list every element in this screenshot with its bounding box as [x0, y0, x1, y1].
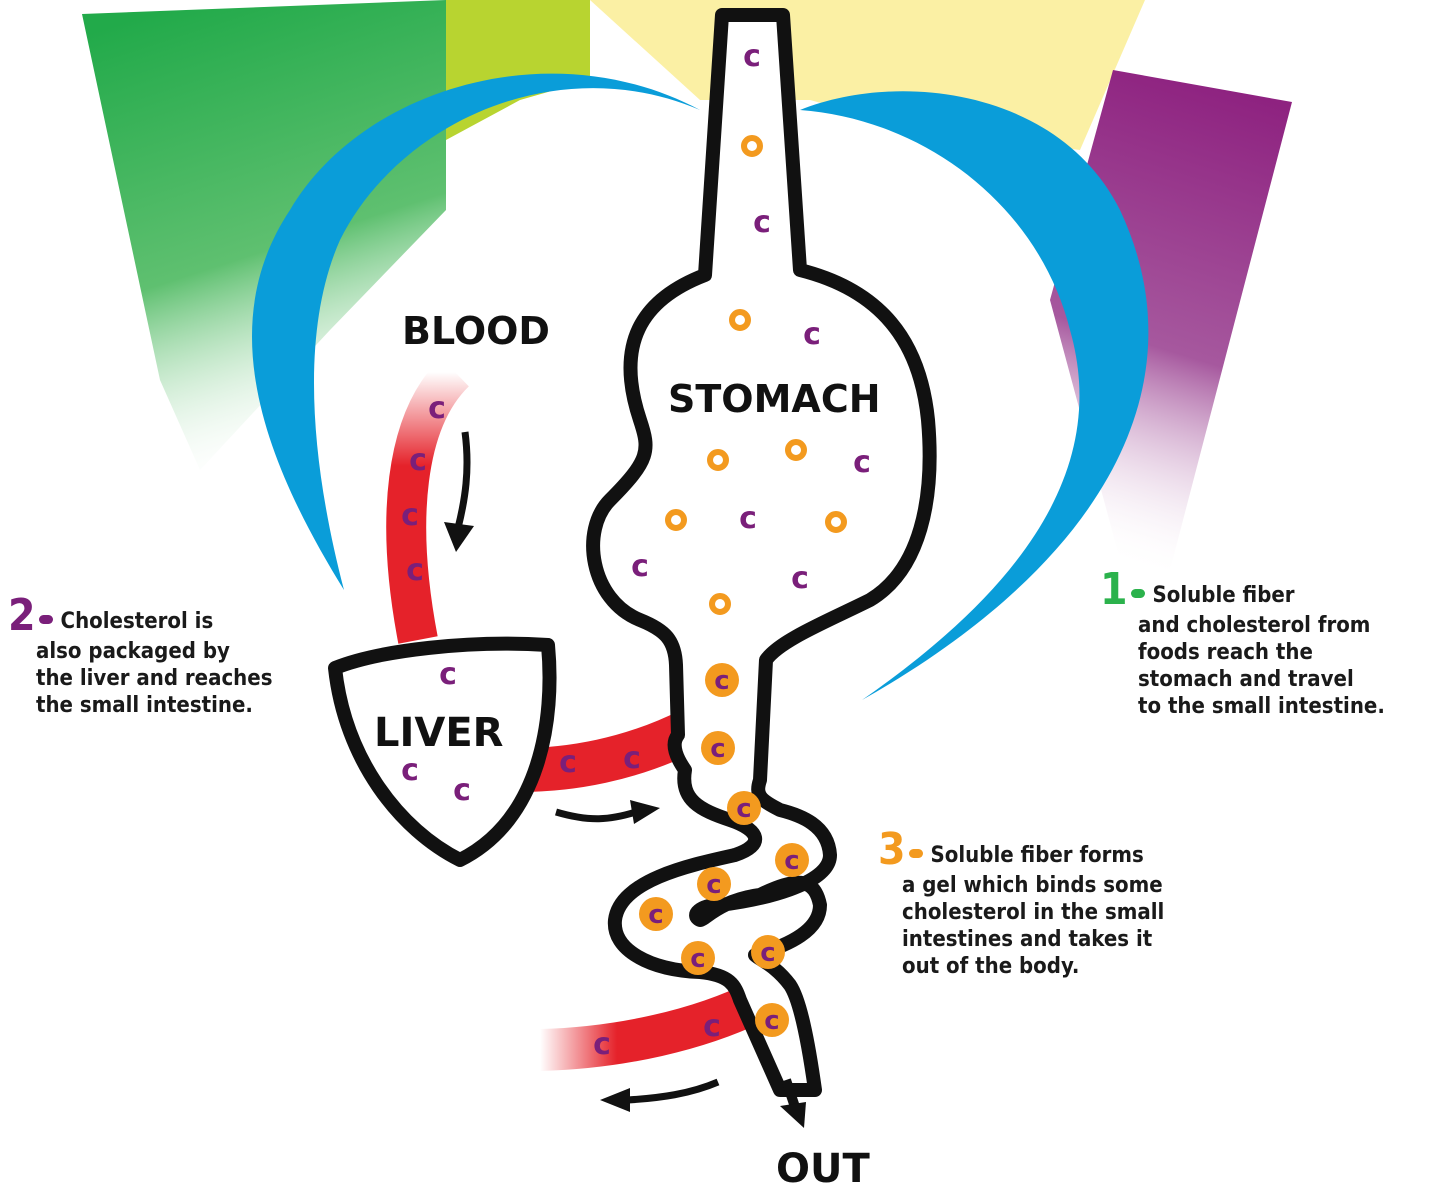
step-2-dot	[39, 615, 53, 624]
cholesterol-molecule: c	[791, 561, 809, 596]
cholesterol-molecule: c	[853, 445, 871, 480]
stomach-label: STOMACH	[668, 377, 881, 421]
svg-text:c: c	[648, 900, 663, 930]
out-label: OUT	[776, 1146, 870, 1188]
step-2-text-0: Cholesterol is	[61, 609, 214, 634]
cholesterol-molecule: c	[559, 745, 577, 780]
cholesterol-molecule: c	[803, 317, 821, 352]
cholesterol-molecule: c	[409, 443, 427, 478]
bound-cholesterol-fiber: c	[681, 941, 715, 975]
svg-text:c: c	[784, 846, 799, 876]
blood-vessel-lower	[540, 1000, 760, 1050]
svg-text:c: c	[714, 666, 729, 696]
cholesterol-molecule: c	[406, 553, 424, 588]
cholesterol-molecule: c	[739, 501, 757, 536]
step-2-line-2: the liver and reaches	[8, 665, 273, 692]
bound-cholesterol-fiber: c	[705, 663, 739, 697]
cholesterol-molecule: c	[753, 205, 771, 240]
bound-cholesterol-fiber: c	[727, 791, 761, 825]
cholesterol-molecule: c	[703, 1009, 721, 1044]
cholesterol-molecule: c	[401, 498, 419, 533]
bound-cholesterol-fiber: c	[639, 897, 673, 931]
step-2-number: 2	[8, 590, 36, 641]
cholesterol-molecule: c	[428, 391, 446, 426]
cholesterol-molecule: c	[439, 657, 457, 692]
bound-cholesterol-fiber: c	[697, 867, 731, 901]
step-1-line-3: stomach and travel	[1100, 666, 1385, 693]
svg-text:c: c	[706, 870, 721, 900]
blood-down-arrow	[444, 432, 474, 552]
cholesterol-molecule: c	[453, 773, 471, 808]
cholesterol-molecule: c	[593, 1027, 611, 1062]
svg-text:c: c	[710, 734, 725, 764]
cholesterol-molecule: c	[743, 39, 761, 74]
bound-cholesterol-fiber: c	[701, 731, 735, 765]
cholesterol-molecule: c	[631, 549, 649, 584]
liver-label: LIVER	[374, 710, 503, 756]
bound-cholesterol-fiber: c	[751, 935, 785, 969]
step-2-line-1: also packaged by	[8, 638, 273, 665]
blood-label: BLOOD	[402, 309, 550, 353]
step-3-text-0: Soluble fiber forms	[931, 843, 1144, 868]
svg-text:c: c	[736, 794, 751, 824]
step-1-number: 1	[1100, 564, 1128, 615]
yellow-ray	[590, 0, 1145, 150]
bound-cholesterol-fiber: c	[755, 1003, 789, 1037]
step-1-line-1: and cholesterol from	[1100, 612, 1385, 639]
step-3-dot	[909, 849, 923, 858]
svg-text:c: c	[690, 944, 705, 974]
lime-ray	[446, 0, 590, 140]
step-3-line-2: cholesterol in the small	[878, 899, 1164, 926]
liver-to-intestine-arrow	[556, 800, 660, 824]
step-1-text-0: Soluble fiber	[1153, 583, 1295, 608]
step-1-dot	[1131, 589, 1145, 598]
bound-cholesterol-fiber: c	[775, 843, 809, 877]
step-1-line-4: to the small intestine.	[1100, 693, 1385, 720]
step-1-line-2: foods reach the	[1100, 639, 1385, 666]
step-3-number: 3	[878, 824, 906, 875]
svg-text:c: c	[760, 938, 775, 968]
step-3-line-3: intestines and takes it	[878, 926, 1164, 953]
step-2-line-3: the small intestine.	[8, 692, 273, 719]
blood-out-arrow	[600, 1082, 718, 1112]
cholesterol-molecule: c	[401, 753, 419, 788]
step-3-line-1: a gel which binds some	[878, 872, 1164, 899]
cholesterol-molecule: c	[623, 741, 641, 776]
svg-text:c: c	[764, 1006, 779, 1036]
step-3-line-4: out of the body.	[878, 953, 1164, 980]
